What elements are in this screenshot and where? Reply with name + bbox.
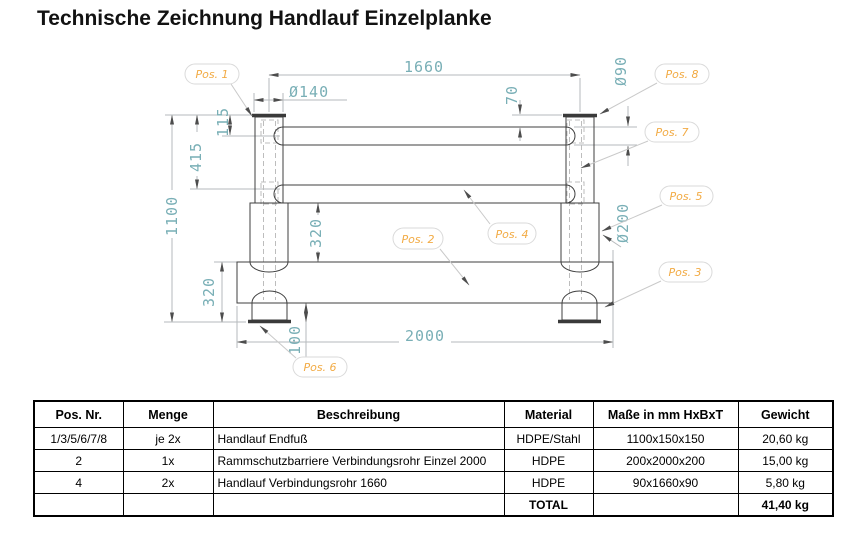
col-header-material: Material bbox=[503, 400, 594, 428]
hidden-lines bbox=[260, 119, 585, 300]
table-cell: 1100x150x150 bbox=[592, 427, 739, 450]
pos-label-2: Pos. 2 bbox=[401, 233, 434, 246]
table-cell: HDPE bbox=[503, 471, 594, 494]
col-header-pos-nr: Pos. Nr. bbox=[33, 400, 124, 428]
table-cell: HDPE/Stahl bbox=[503, 427, 594, 450]
table-cell: 1x bbox=[122, 449, 214, 472]
technical-drawing: 1660 Ø140 70 Ø90 115 415 1100 320 320 10… bbox=[163, 56, 714, 378]
table-cell: 5,80 kg bbox=[737, 471, 834, 494]
total-label-cell: TOTAL bbox=[503, 493, 594, 517]
pos-label-6: Pos. 6 bbox=[303, 361, 336, 374]
col-header-beschreibung: Beschreibung bbox=[212, 400, 505, 428]
table-cell: 2x bbox=[122, 471, 214, 494]
table-cell: Handlauf Verbindungsrohr 1660 bbox=[212, 471, 505, 494]
table-cell bbox=[122, 493, 214, 517]
parts-table: Pos. Nr. Menge Beschreibung Material Maß… bbox=[33, 400, 834, 517]
page-title: Technische Zeichnung Handlauf Einzelplan… bbox=[37, 7, 492, 30]
table-cell: 90x1660x90 bbox=[592, 471, 739, 494]
dim-2000: 2000 bbox=[405, 327, 445, 345]
pos-label-5: Pos. 5 bbox=[669, 190, 702, 203]
dim-1100: 1100 bbox=[163, 196, 181, 236]
dim-415: 415 bbox=[187, 142, 205, 172]
dim-dia200: Ø200 bbox=[614, 203, 632, 243]
table-row: 1/3/5/6/7/8 je 2x Handlauf Endfuß HDPE/S… bbox=[33, 427, 834, 450]
dim-70: 70 bbox=[503, 85, 521, 105]
table-cell: Handlauf Endfuß bbox=[212, 427, 505, 450]
dim-320-lower: 320 bbox=[200, 277, 218, 307]
col-header-gewicht: Gewicht bbox=[737, 400, 834, 428]
col-header-masse: Maße in mm HxBxT bbox=[592, 400, 739, 428]
table-cell bbox=[592, 493, 739, 517]
table-cell bbox=[33, 493, 124, 517]
table-row: 2 1x Rammschutzbarriere Verbindungsrohr … bbox=[33, 449, 834, 472]
dim-115: 115 bbox=[214, 107, 232, 137]
pos-label-4: Pos. 4 bbox=[495, 228, 528, 241]
leader-lines bbox=[230, 82, 663, 359]
table-cell: Rammschutzbarriere Verbindungsrohr Einze… bbox=[212, 449, 505, 472]
table-cell: 4 bbox=[33, 471, 124, 494]
dim-1660: 1660 bbox=[404, 58, 444, 76]
table-cell: 200x2000x200 bbox=[592, 449, 739, 472]
dim-320-upper: 320 bbox=[307, 218, 325, 248]
pos-label-3: Pos. 3 bbox=[668, 266, 701, 279]
table-cell bbox=[212, 493, 505, 517]
pos-label-8: Pos. 8 bbox=[665, 68, 698, 81]
dim-dia90: Ø90 bbox=[612, 56, 630, 86]
table-cell: 15,00 kg bbox=[737, 449, 834, 472]
position-labels: Pos. 1 Pos. 8 Pos. 7 Pos. 5 Pos. 3 Pos. … bbox=[184, 63, 714, 378]
table-total-row: TOTAL 41,40 kg bbox=[33, 493, 834, 517]
col-header-menge: Menge bbox=[122, 400, 214, 428]
table-cell: 2 bbox=[33, 449, 124, 472]
table-cell: 1/3/5/6/7/8 bbox=[33, 427, 124, 450]
dim-100: 100 bbox=[286, 325, 304, 355]
table-cell: HDPE bbox=[503, 449, 594, 472]
dim-dia140: Ø140 bbox=[289, 83, 329, 101]
pos-label-1: Pos. 1 bbox=[195, 68, 228, 81]
dimension-text-masks bbox=[163, 132, 451, 345]
pos-label-7: Pos. 7 bbox=[655, 126, 688, 139]
handrail-outline bbox=[236, 113, 614, 324]
table-row: 4 2x Handlauf Verbindungsrohr 1660 HDPE … bbox=[33, 471, 834, 494]
table-header-row: Pos. Nr. Menge Beschreibung Material Maß… bbox=[33, 400, 834, 428]
table-cell: 20,60 kg bbox=[737, 427, 834, 450]
table-cell: je 2x bbox=[122, 427, 214, 450]
total-weight-cell: 41,40 kg bbox=[737, 493, 834, 517]
